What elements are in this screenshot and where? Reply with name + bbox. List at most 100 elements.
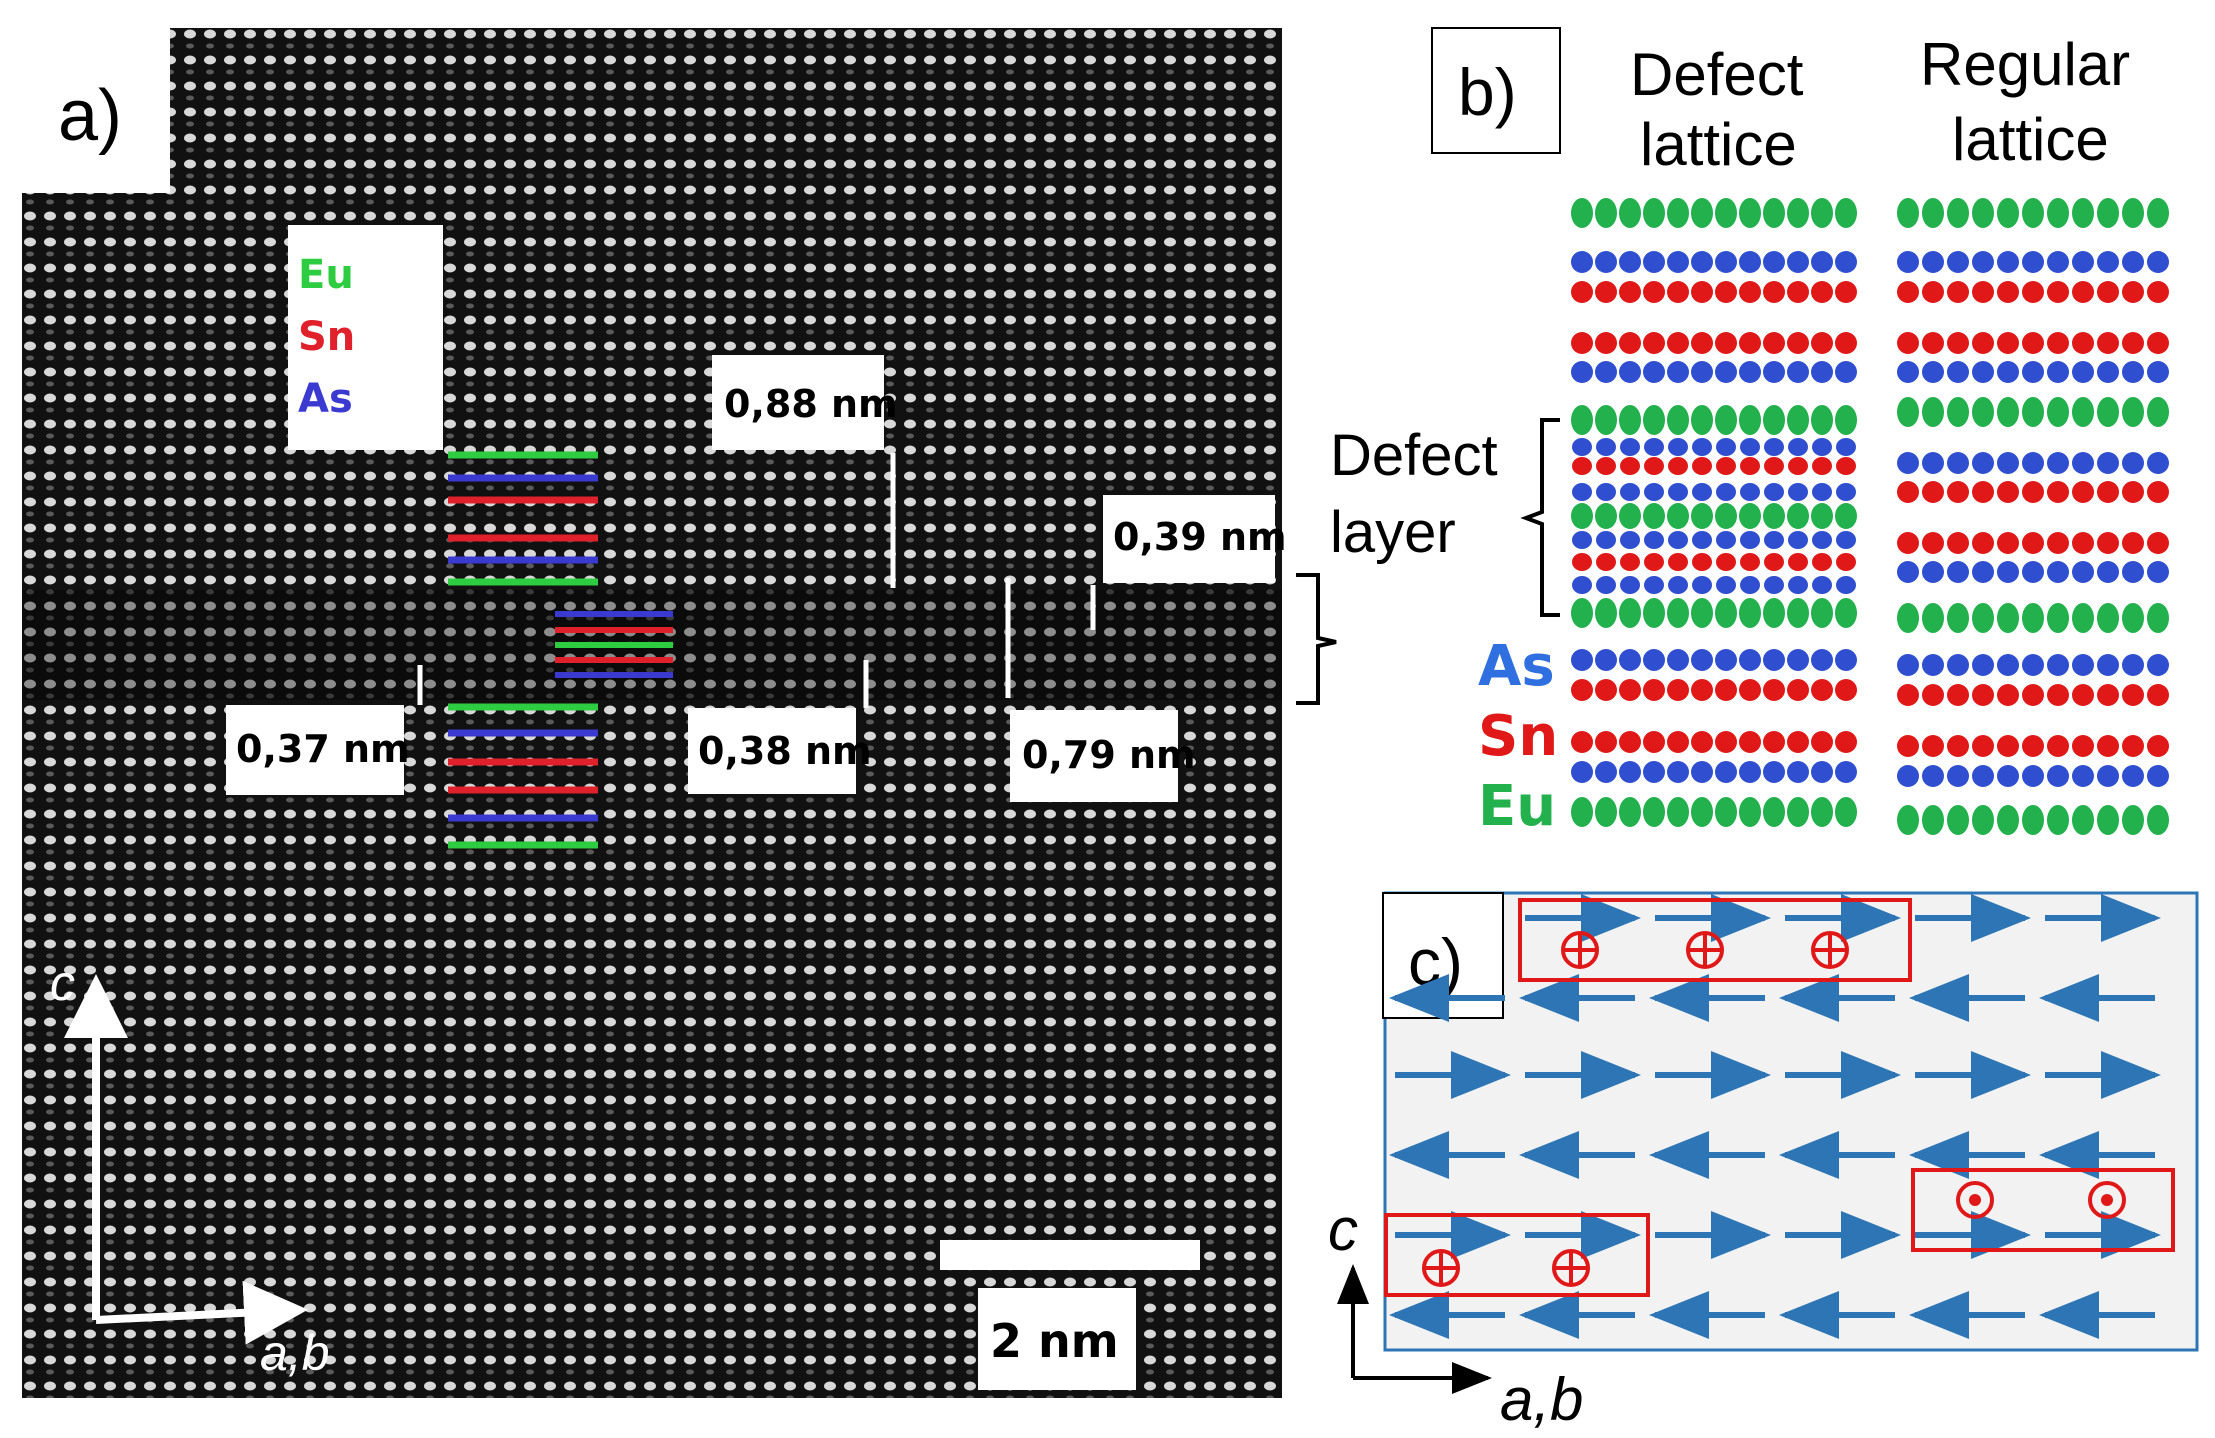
- atom: [1811, 198, 1833, 228]
- atom: [1668, 576, 1688, 594]
- atom: [2122, 561, 2144, 583]
- atom: [2097, 561, 2119, 583]
- atom: [2097, 603, 2119, 633]
- atom: [1716, 457, 1736, 475]
- atom: [1715, 251, 1737, 273]
- atom: [1572, 438, 1592, 456]
- defect-bracket-a: [1296, 573, 1337, 705]
- atom: [2072, 481, 2094, 503]
- atom: [1835, 649, 1857, 671]
- atom: [1947, 654, 1969, 676]
- atom: [1922, 281, 1944, 303]
- atom: [1811, 598, 1833, 628]
- atom: [1812, 438, 1832, 456]
- atom: [1739, 598, 1761, 628]
- atom: [1836, 576, 1856, 594]
- atom: [1668, 438, 1688, 456]
- atom: [1571, 797, 1593, 827]
- atom: [1668, 531, 1688, 549]
- atom: [1619, 761, 1641, 783]
- atom: [1692, 553, 1712, 571]
- measurement-037: 0,37 nm: [236, 727, 410, 771]
- atom: [1922, 198, 1944, 228]
- atom: [1922, 481, 1944, 503]
- atom: [1643, 251, 1665, 273]
- atom: [1692, 576, 1712, 594]
- atom: [1947, 397, 1969, 427]
- atom: [1739, 405, 1761, 435]
- scale-bar-label-box: [978, 1288, 1136, 1390]
- atom: [1788, 531, 1808, 549]
- spin-into-page-icon: [1686, 931, 1724, 969]
- atom: [1740, 576, 1760, 594]
- atom: [2122, 684, 2144, 706]
- atom: [2122, 481, 2144, 503]
- atom: [1812, 553, 1832, 571]
- atom: [1897, 397, 1919, 427]
- atom: [2047, 251, 2069, 273]
- atom: [1972, 735, 1994, 757]
- atom: [1596, 457, 1616, 475]
- atom: [2072, 603, 2094, 633]
- atom: [1667, 503, 1689, 529]
- measurement-039: 0,39 nm: [1113, 515, 1287, 559]
- b-legend-as: As: [1478, 634, 1555, 699]
- atom: [1947, 561, 1969, 583]
- atom: [2147, 198, 2169, 228]
- atom: [2147, 452, 2169, 474]
- atom: [1835, 679, 1857, 701]
- atom: [1811, 281, 1833, 303]
- atom: [1835, 361, 1857, 383]
- atom: [1763, 332, 1785, 354]
- atom: [1835, 198, 1857, 228]
- col-regular-line1: Regular: [1920, 31, 2130, 98]
- atom: [1763, 198, 1785, 228]
- atom: [1811, 797, 1833, 827]
- atom: [1691, 761, 1713, 783]
- atom: [1692, 438, 1712, 456]
- atom: [1922, 603, 1944, 633]
- atom: [2122, 361, 2144, 383]
- layer-overlay-defect: [555, 611, 673, 678]
- atom: [1836, 457, 1856, 475]
- atom: [1897, 654, 1919, 676]
- atom: [1922, 654, 1944, 676]
- spin-arrows: [1389, 894, 2161, 1339]
- atom: [1922, 765, 1944, 787]
- atom: [2022, 481, 2044, 503]
- atom: [1572, 457, 1592, 475]
- atom: [2097, 397, 2119, 427]
- atom: [2072, 332, 2094, 354]
- atom: [1997, 397, 2019, 427]
- atom: [1811, 731, 1833, 753]
- atom: [1668, 483, 1688, 501]
- element-legend-box: [288, 225, 443, 450]
- atom: [1691, 281, 1713, 303]
- atom: [1692, 457, 1712, 475]
- panel-b: b) Defect lattice Regular lattice Defect…: [1330, 27, 2169, 839]
- atom: [1619, 405, 1641, 435]
- atom: [1947, 452, 1969, 474]
- atom: [2072, 805, 2094, 835]
- atom: [1764, 438, 1784, 456]
- atom: [1571, 503, 1593, 529]
- atom: [1922, 397, 1944, 427]
- atom: [1572, 483, 1592, 501]
- atom: [2072, 735, 2094, 757]
- atom: [1972, 198, 1994, 228]
- atom: [1595, 649, 1617, 671]
- atom: [2097, 251, 2119, 273]
- atom: [1691, 405, 1713, 435]
- atom: [1619, 332, 1641, 354]
- atom: [1595, 797, 1617, 827]
- atom: [2072, 561, 2094, 583]
- atom: [1947, 805, 1969, 835]
- atom: [1571, 761, 1593, 783]
- atom: [1763, 761, 1785, 783]
- atom: [2072, 251, 2094, 273]
- atom: [1740, 483, 1760, 501]
- atom: [1835, 761, 1857, 783]
- atom: [2122, 198, 2144, 228]
- panel-a: a) Eu Sn As: [22, 28, 1287, 1398]
- atom: [1620, 438, 1640, 456]
